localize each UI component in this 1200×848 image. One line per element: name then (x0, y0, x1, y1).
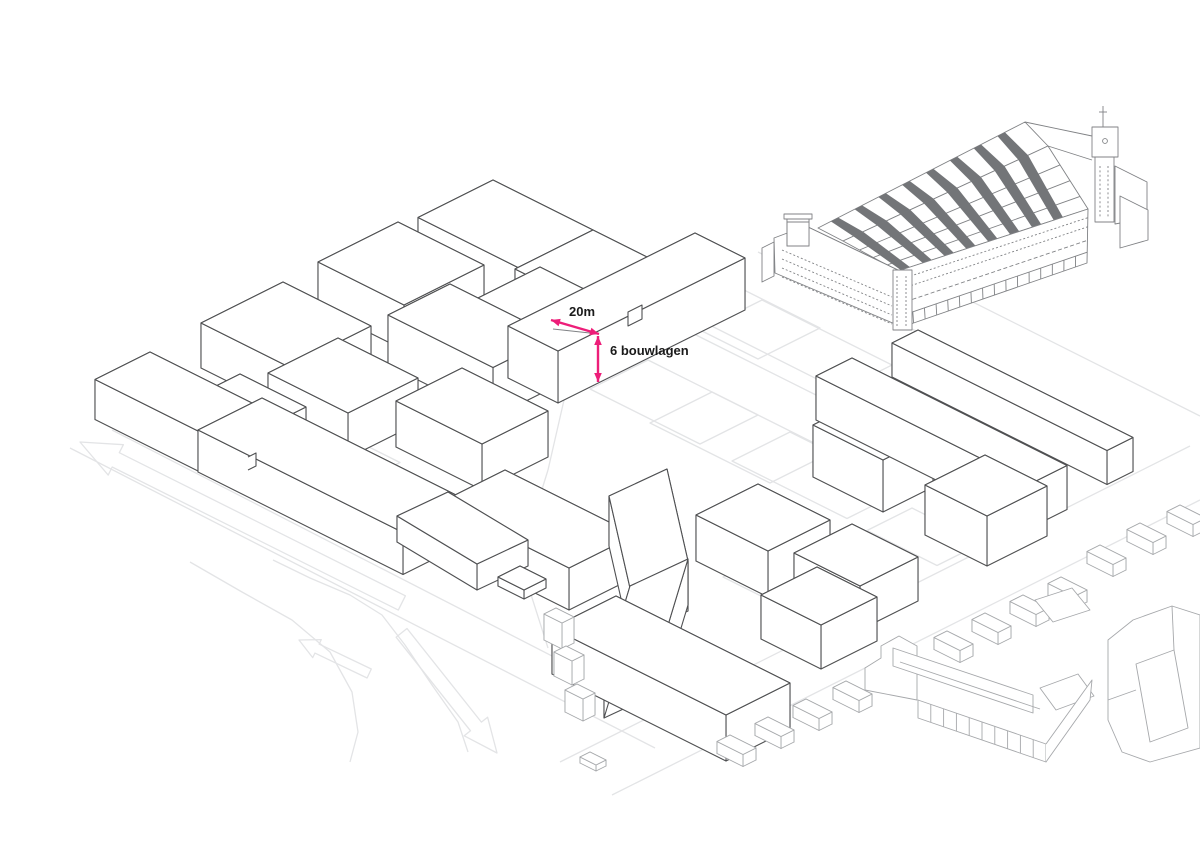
context-house (832, 680, 873, 701)
hall-facade-windows (899, 226, 1088, 290)
flow-arrow-branch (298, 638, 372, 679)
building-block (317, 221, 485, 306)
context-small-building (579, 751, 607, 766)
hall-skylight-band (924, 198, 976, 249)
context-house (754, 716, 795, 737)
annotated-facade-notch (627, 304, 643, 327)
hall-corner-turret (892, 269, 913, 331)
hall-skylight-band (971, 177, 1020, 235)
width-dimension-arrow-head (589, 327, 599, 336)
hall-corner-turret (786, 221, 810, 247)
industrial-hall-illustration (761, 106, 1149, 331)
building-block (695, 483, 831, 552)
hall-right-annex (1119, 195, 1149, 249)
hall-skylight-band-far (854, 205, 887, 226)
height-dimension-label: 6 bouwlagen (610, 343, 689, 358)
building-block (267, 337, 419, 414)
flow-arrow-northwest (79, 441, 407, 611)
hall-skylight-band-far (926, 168, 958, 193)
building-notch (247, 452, 257, 471)
hall-skylight-band (853, 231, 910, 271)
building-block (395, 367, 549, 445)
hall-tower-cap (1091, 126, 1119, 158)
context-house (792, 698, 833, 719)
building-block (891, 329, 1134, 452)
west-block-cluster (94, 179, 679, 611)
context-buildings (497, 504, 1200, 772)
hall-skylight-band-far (997, 132, 1029, 160)
height-dimension-arrow-head (594, 336, 602, 345)
hall-skylight-band-far (878, 193, 911, 215)
hall-skylight-band-far (830, 217, 864, 237)
context-house (933, 630, 974, 651)
terrace-roof-line (899, 661, 1041, 710)
hall-gable-windows (781, 267, 893, 316)
context-line (1107, 689, 1137, 701)
context-house (1166, 504, 1200, 525)
terrace-edge (1045, 679, 1093, 763)
hall-gable-windows (781, 249, 893, 298)
hall-left-annex (761, 241, 775, 283)
hall-tower-clock (1102, 138, 1108, 144)
context-house (1086, 544, 1127, 565)
street-line (69, 447, 656, 749)
hall-bay-line (924, 307, 926, 320)
hall-bay-line (935, 303, 938, 316)
hall-skylight-band (900, 209, 954, 256)
hall-gable-ridge-edge (805, 225, 899, 271)
hall-facade-windows (900, 239, 1088, 304)
hall-bay-line (912, 311, 915, 324)
hall-skylight-band (876, 220, 932, 263)
width-dimension-arrow-head (551, 318, 561, 327)
terrace-back-slab (892, 647, 1034, 714)
hall-bay-line (947, 299, 949, 312)
hall-skylight-band (994, 166, 1042, 228)
street-curve (189, 561, 359, 763)
annotated-building (507, 232, 746, 404)
hall-skylight-band (947, 188, 998, 242)
terrace-gable-unit (1034, 587, 1091, 623)
width-dimension-label: 20m (569, 304, 595, 319)
hall-gable-windows (781, 276, 893, 325)
building-block (793, 523, 919, 587)
hall-hip-edge (1047, 145, 1093, 161)
building-block (924, 454, 1048, 517)
context-small-building (543, 607, 575, 624)
hall-gable-windows (781, 258, 893, 307)
hall-hip-edge (1024, 121, 1093, 137)
hall-skylight-band-far (973, 144, 1005, 171)
building-block-angled (396, 491, 529, 565)
building-block (760, 566, 878, 626)
hall-skylight-band-far (949, 156, 981, 182)
parcel-outline (649, 391, 833, 484)
podium-block (497, 565, 547, 591)
context-small-building (564, 683, 596, 700)
hall-facade-windows (898, 217, 1088, 281)
hall-corner-turret-cap (783, 213, 813, 220)
courtyard-outline (1135, 649, 1189, 743)
street-curve (272, 559, 469, 753)
flow-arrow-southeast (395, 627, 498, 754)
context-house (1126, 522, 1167, 543)
height-dimension-arrow-head (594, 373, 602, 382)
hall-skylight-band-far (902, 181, 934, 204)
hall-skylight-band (1018, 155, 1063, 221)
terrace-gable-unit (1039, 673, 1095, 711)
context-line (1171, 605, 1175, 651)
hall-tower (1094, 156, 1115, 223)
context-house (716, 734, 757, 755)
hall-plinth-line (901, 251, 1088, 317)
dimension-annotations: 20m 6 bouwlagen (550, 304, 689, 382)
building-block (438, 469, 636, 569)
context-house (971, 612, 1012, 633)
context-small-building (553, 645, 585, 662)
annotated-building-mass (507, 232, 746, 352)
